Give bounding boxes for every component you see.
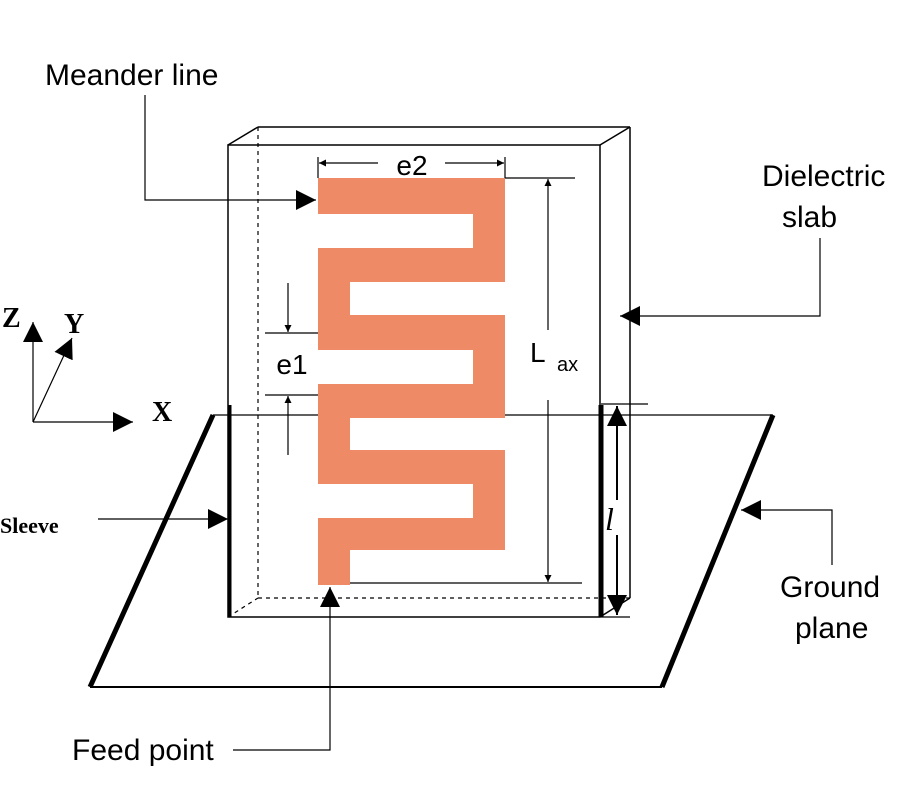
label-ground-line1: Ground — [780, 571, 880, 604]
label-sleeve: Sleeve — [0, 513, 59, 538]
label-axis-y: Y — [64, 309, 84, 340]
callout-meander-line: Meander line — [45, 59, 316, 210]
dimension-lax: L ax — [350, 177, 582, 584]
label-meander-line: Meander line — [45, 59, 218, 92]
label-lax-subscript: ax — [557, 354, 578, 376]
dimension-e2: e2 — [317, 150, 506, 181]
callout-feed-point: Feed point — [72, 587, 340, 767]
label-feed-point: Feed point — [72, 734, 214, 767]
callout-sleeve: Sleeve — [0, 509, 228, 538]
ground-plane — [87, 413, 776, 689]
label-axis-x: X — [152, 397, 172, 428]
label-ground-line2: plane — [795, 612, 868, 645]
label-axis-z: Z — [2, 303, 21, 334]
dimension-e1: e1 — [265, 283, 318, 455]
label-lax-L: L — [530, 337, 546, 368]
coordinate-axes: Z Y X — [2, 303, 172, 432]
label-dielectric-line1: Dielectric — [762, 160, 885, 193]
label-e2: e2 — [396, 150, 427, 181]
sleeve — [228, 405, 604, 617]
dimension-l: l — [601, 403, 648, 618]
label-e1: e1 — [276, 349, 307, 380]
label-l: l — [605, 501, 614, 537]
label-dielectric-line2: slab — [782, 201, 837, 234]
meander-trace — [318, 178, 505, 585]
callout-ground-plane: Ground plane — [741, 500, 880, 645]
callout-dielectric-slab: Dielectric slab — [620, 160, 885, 326]
